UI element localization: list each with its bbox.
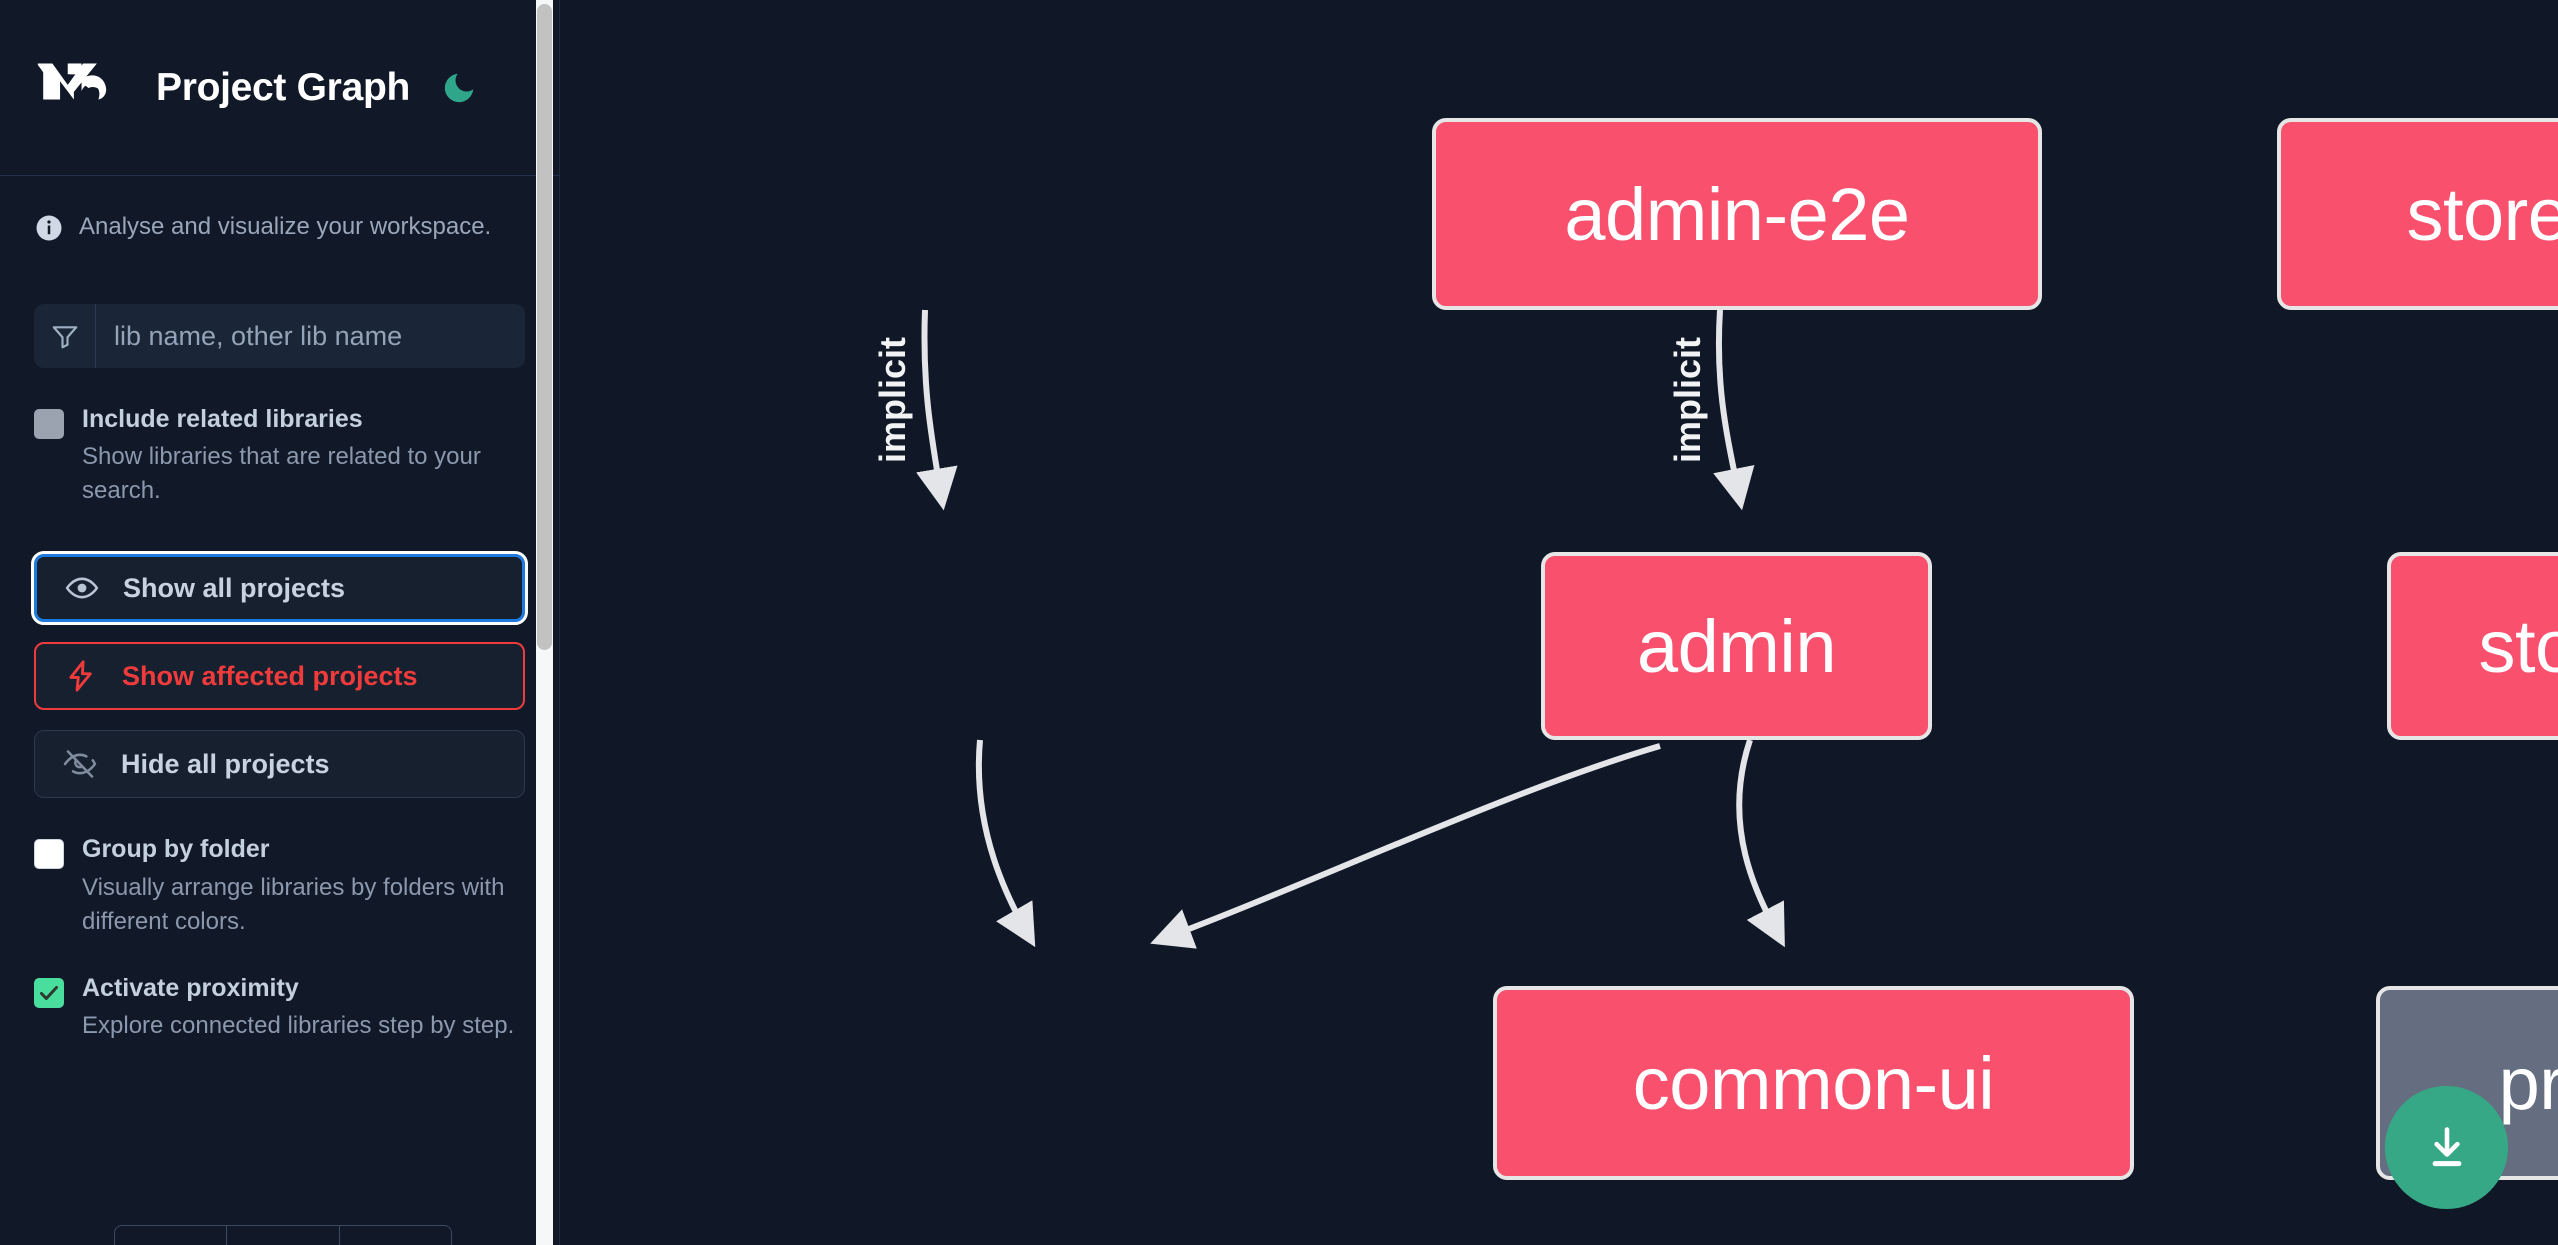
node-label: admin-e2e — [1564, 172, 1910, 256]
node-label: store-e2e — [2406, 172, 2558, 256]
option-activate-proximity[interactable]: Activate proximity Explore connected lib… — [34, 973, 525, 1043]
moon-icon[interactable] — [436, 65, 482, 111]
node-label: admin — [1636, 604, 1837, 688]
graph-node-admin-e2e[interactable]: admin-e2e — [1432, 118, 2042, 310]
graph-node-common-ui[interactable]: common-ui — [1493, 986, 2134, 1180]
search-input[interactable] — [96, 304, 525, 368]
edge-label-implicit-store: implicit — [1667, 337, 1708, 463]
option-title: Group by folder — [82, 835, 270, 864]
option-title: Activate proximity — [82, 973, 299, 1002]
segmented-control-partial[interactable] — [114, 1225, 452, 1245]
node-label: common-ui — [1632, 1041, 1995, 1125]
lightning-bolt-icon — [62, 659, 100, 693]
hide-all-projects-button[interactable]: Hide all projects — [34, 730, 525, 799]
sidebar-scrollbar[interactable] — [536, 0, 553, 1245]
show-all-projects-label: Show all projects — [123, 572, 346, 603]
page-title: Project Graph — [156, 65, 410, 109]
include-related-libraries-checkbox[interactable] — [34, 409, 64, 439]
eye-off-icon — [61, 747, 99, 781]
info-circle-icon — [34, 213, 64, 248]
show-all-projects-button[interactable]: Show all projects — [31, 551, 528, 626]
edge-store-common-ui — [1150, 743, 1661, 949]
workspace-info: Analyse and visualize your workspace. — [34, 176, 525, 258]
workspace-info-text: Analyse and visualize your workspace. — [79, 213, 492, 240]
node-label: store — [2478, 604, 2558, 688]
option-text-group: Group by folder Visually arrange librari… — [82, 834, 525, 938]
option-description: Visually arrange libraries by folders wi… — [82, 873, 505, 935]
graph-edges-layer: implicit implicit — [872, 309, 1785, 949]
segment-2[interactable] — [227, 1226, 340, 1245]
activate-proximity-checkbox[interactable] — [34, 977, 64, 1008]
funnel-filter-icon — [34, 304, 96, 368]
option-text-group: Include related libraries Show libraries… — [82, 404, 525, 508]
option-group-by-folder[interactable]: Group by folder Visually arrange librari… — [34, 834, 525, 938]
show-affected-projects-button[interactable]: Show affected projects — [34, 642, 525, 711]
edge-store-e2e-store — [1713, 309, 1755, 511]
group-by-folder-checkbox[interactable] — [34, 839, 64, 870]
nx-logo-icon — [34, 57, 126, 119]
sidebar: Project Graph Analyse and visualize your… — [0, 0, 560, 1245]
option-title: Include related libraries — [82, 405, 363, 433]
graph-node-store-e2e[interactable]: store-e2e — [2277, 118, 2558, 310]
eye-icon — [63, 571, 101, 605]
graph-node-store[interactable]: store — [2387, 552, 2558, 740]
projects-button-group: Show all projects Show affected projects — [31, 551, 528, 799]
filter-search-box[interactable] — [34, 304, 525, 368]
show-affected-projects-label: Show affected projects — [122, 660, 418, 691]
sidebar-body: Analyse and visualize your workspace. In… — [0, 176, 559, 1043]
segment-3[interactable] — [340, 1226, 451, 1245]
sidebar-header: Project Graph — [0, 0, 559, 176]
option-include-related-libraries[interactable]: Include related libraries Show libraries… — [34, 404, 525, 508]
option-text-group: Activate proximity Explore connected lib… — [82, 973, 525, 1043]
download-image-button[interactable] — [2385, 1086, 2508, 1209]
option-description: Show libraries that are related to your … — [82, 443, 481, 505]
sidebar-scrollbar-thumb[interactable] — [537, 4, 552, 650]
segment-1[interactable] — [115, 1226, 228, 1245]
graph-node-admin[interactable]: admin — [1541, 552, 1932, 740]
edge-label-implicit-admin: implicit — [872, 337, 913, 463]
edge-store-products — [1736, 739, 1785, 948]
hide-all-projects-label: Hide all projects — [121, 748, 330, 779]
edge-admin-common-ui — [975, 739, 1036, 948]
project-graph-canvas[interactable]: implicit implicit admin-e2e store-e2e ad… — [560, 0, 2558, 1245]
edge-admin-e2e-admin — [916, 309, 958, 511]
option-description: Explore connected libraries step by step… — [82, 1012, 515, 1040]
node-label: products — [2498, 1041, 2558, 1125]
